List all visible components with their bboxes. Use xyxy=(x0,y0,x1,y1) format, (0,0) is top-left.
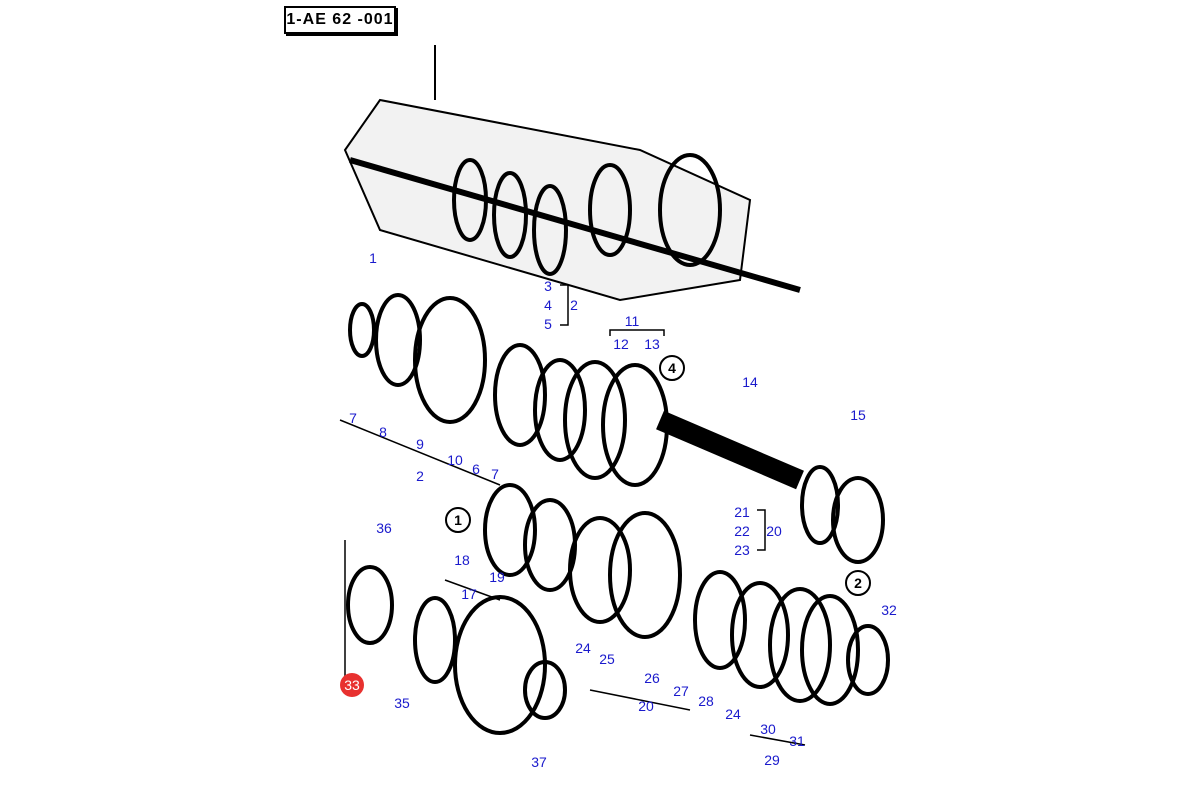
callout-30: 30 xyxy=(760,721,776,737)
callout-27: 27 xyxy=(673,683,689,699)
lower-shaft-parts xyxy=(346,483,890,735)
group-marker-4: 4 xyxy=(659,355,685,381)
callout-20b: 20 xyxy=(638,698,654,714)
callout-6: 6 xyxy=(472,461,480,477)
callout-25: 25 xyxy=(599,651,615,667)
callout-20: 20 xyxy=(766,523,782,539)
callout-3: 3 xyxy=(544,278,552,294)
callout-26: 26 xyxy=(644,670,660,686)
callout-32: 32 xyxy=(881,602,897,618)
callout-1: 1 xyxy=(369,250,377,266)
callout-4: 4 xyxy=(544,297,552,313)
callout-15: 15 xyxy=(850,407,866,423)
callout-7b: 7 xyxy=(491,466,499,482)
group-brackets xyxy=(339,284,806,746)
callout-5: 5 xyxy=(544,316,552,332)
callout-37: 37 xyxy=(531,754,547,770)
callout-12: 12 xyxy=(613,336,629,352)
highlighted-callout-33[interactable]: 33 xyxy=(340,673,364,697)
callout-24b: 24 xyxy=(725,706,741,722)
callout-2b: 2 xyxy=(416,468,424,484)
callout-22: 22 xyxy=(734,523,750,539)
callout-19: 19 xyxy=(489,569,505,585)
callout-21: 21 xyxy=(734,504,750,520)
group-marker-2: 2 xyxy=(845,570,871,596)
callout-17: 17 xyxy=(461,586,477,602)
callout-31: 31 xyxy=(789,733,805,749)
callout-29: 29 xyxy=(764,752,780,768)
callout-36: 36 xyxy=(376,520,392,536)
callout-28: 28 xyxy=(698,693,714,709)
reference-code: 1-AE 62 -001 xyxy=(284,6,396,34)
upper-shaft-parts xyxy=(348,293,885,564)
callout-23: 23 xyxy=(734,542,750,558)
callout-9: 9 xyxy=(416,436,424,452)
callout-35: 35 xyxy=(394,695,410,711)
callout-13: 13 xyxy=(644,336,660,352)
callout-10: 10 xyxy=(447,452,463,468)
callout-11: 11 xyxy=(624,313,640,329)
callout-14: 14 xyxy=(742,374,758,390)
callout-8: 8 xyxy=(379,424,387,440)
callout-18: 18 xyxy=(454,552,470,568)
callout-7: 7 xyxy=(349,410,357,426)
callout-2: 2 xyxy=(570,297,578,313)
gearbox-assembly xyxy=(343,45,801,302)
callout-24: 24 xyxy=(575,640,591,656)
group-marker-1: 1 xyxy=(445,507,471,533)
